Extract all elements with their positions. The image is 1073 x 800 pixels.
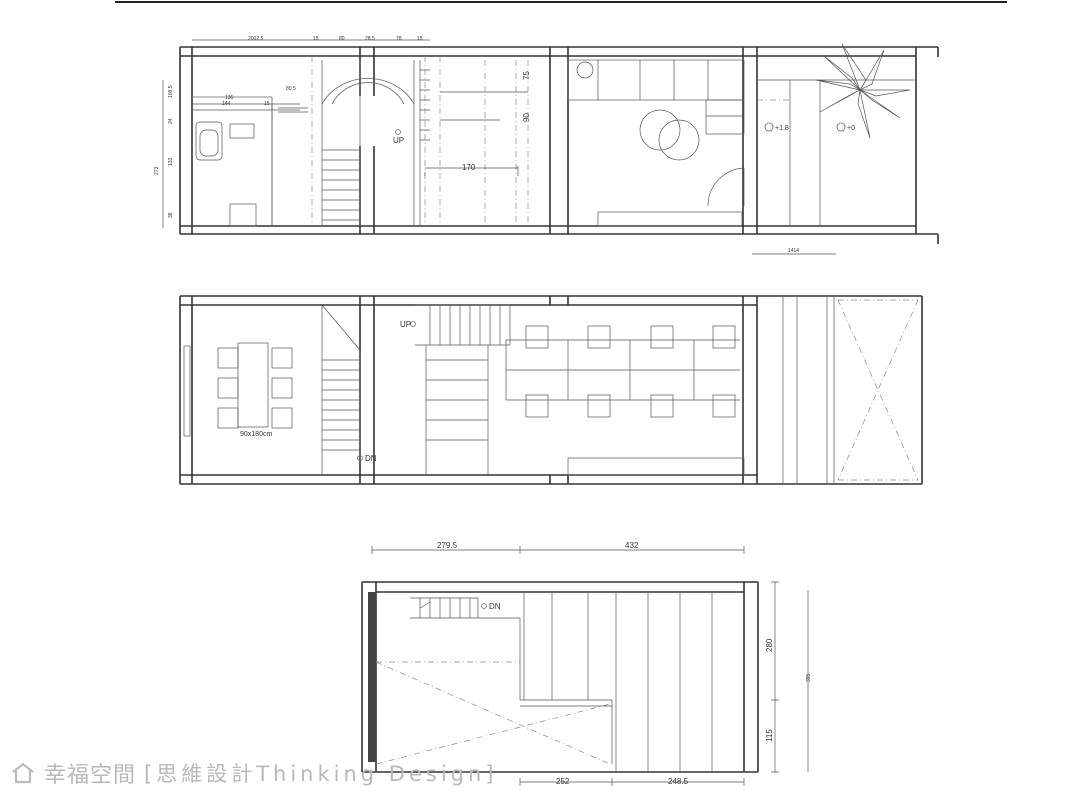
tv-cabinet (597, 211, 743, 227)
dim-text: 248.5 (668, 777, 689, 786)
wall-hatch (368, 592, 376, 762)
dim-text: 115 (765, 729, 774, 742)
dim-text: 280 (765, 638, 774, 652)
dim-text: 28.5 (365, 36, 375, 42)
watermark: 幸福空間 [思維設計Thinking Design] (10, 758, 498, 788)
dim-text: 136 (225, 95, 234, 101)
door-swing (707, 167, 745, 207)
dim-text: 1414 (788, 248, 799, 254)
dim-text: 15 (264, 101, 270, 107)
toilet-icon (195, 121, 223, 161)
table-size-label: 90x180cm (240, 431, 272, 438)
plan-1: 2002.5 15 80 28.5 78 15 75 90 170 UP +1.… (154, 36, 939, 255)
void-area (837, 299, 919, 481)
stair-dn-label: DN (489, 602, 501, 611)
dim-text: 170 (462, 163, 476, 172)
level-label: +1.8 (775, 125, 789, 132)
stair-dn-label: DN (365, 454, 377, 463)
stair-up-label: UP (393, 136, 404, 145)
dim-text: 38 (168, 212, 174, 218)
plan-2: 90x180cm DN UP (179, 295, 923, 485)
coffee-table-round (639, 109, 681, 151)
plant-icon (815, 43, 911, 139)
plan-3: 279.5 432 DN 280 115 395 252 248.5 (361, 541, 812, 786)
dim-text: 273 (154, 166, 160, 175)
dim-text: 15 (313, 36, 319, 42)
cabinet (567, 457, 745, 476)
sink-icon (229, 123, 255, 139)
dim-text: 133 (168, 157, 174, 166)
dining-table (237, 342, 269, 428)
dim-text: 108.5 (168, 85, 174, 98)
dim-text: 144 (222, 101, 231, 107)
dim-text: 252 (556, 777, 570, 786)
sofa (567, 59, 745, 101)
dim-text: 75 (522, 71, 531, 80)
dim-text: 395 (806, 673, 812, 682)
dim-text: 15 (417, 36, 423, 42)
dim-text: 78 (396, 36, 402, 42)
void-area (375, 661, 611, 765)
dim-text: 2002.5 (248, 36, 264, 42)
lamp-icon (576, 61, 594, 79)
level-marker-icon (764, 122, 774, 132)
watermark-subtitle: [思維設計Thinking Design] (144, 762, 498, 786)
dim-text: 24 (168, 118, 174, 124)
level-marker-icon (836, 122, 846, 132)
level-label: +0 (847, 125, 855, 132)
stair-up-label: UP (400, 320, 411, 329)
curved-stair (321, 78, 415, 105)
dim-text: 279.5 (437, 541, 458, 550)
window (183, 345, 191, 437)
dim-text: 80.5 (286, 86, 296, 92)
watermark-brand: 幸福空間 (44, 763, 137, 788)
house-logo-icon (12, 762, 34, 784)
dim-text: 90 (522, 113, 531, 122)
dim-text: 432 (625, 541, 639, 550)
dim-text: 80 (339, 36, 345, 42)
